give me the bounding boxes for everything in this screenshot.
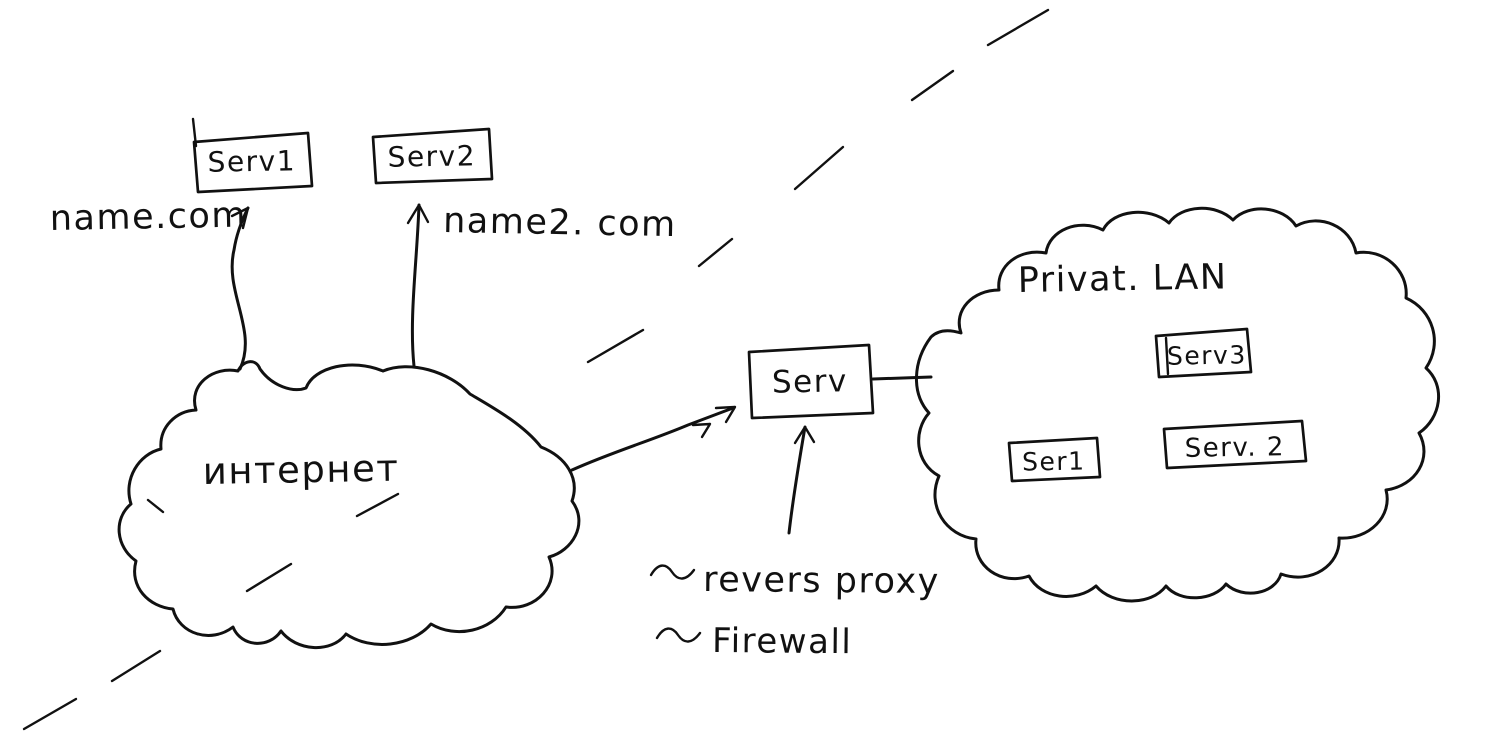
arrowhead-icon — [406, 203, 430, 225]
domain1-label: name.com — [49, 196, 247, 239]
serv3-box-tick — [1164, 336, 1170, 376]
pen-slip-mark — [245, 562, 293, 593]
serv2-box — [371, 127, 494, 185]
dash-stroke — [910, 69, 955, 102]
pen-slip-mark — [146, 498, 165, 514]
internet-label: интернет — [202, 447, 399, 493]
proxy-serv-label: Serv — [772, 363, 848, 400]
arrow-cloud-to-proxy — [570, 405, 737, 472]
arrowhead-icon — [691, 422, 712, 439]
dash-stroke — [586, 328, 645, 364]
dash-stroke — [22, 697, 78, 731]
serv3-label: Serv3 — [1167, 340, 1247, 370]
lan-serv2-box — [1162, 419, 1308, 470]
lan-server3-node: Serv3 — [1154, 327, 1253, 379]
diagonal-dashes-top-right — [586, 8, 1050, 364]
dash-stroke — [110, 649, 162, 683]
server2-node: Serv2 — [371, 127, 494, 185]
arrow-shaft — [230, 206, 250, 371]
revers-proxy-label: revers proxy — [703, 560, 940, 602]
arrowhead-icon — [714, 405, 737, 424]
ser1-box — [1007, 436, 1102, 483]
lan-server1-node: Ser1 — [1007, 436, 1102, 483]
serv3-box — [1154, 327, 1253, 379]
dash-stroke — [793, 145, 845, 191]
arrow-to-domain2 — [406, 203, 430, 368]
annotations: revers proxy Firewall — [649, 560, 940, 662]
serv1-label: Serv1 — [207, 144, 296, 179]
proxy-to-lan-connector — [871, 375, 933, 381]
internet-cloud: интернет — [117, 360, 581, 649]
arrow-shaft — [410, 203, 421, 368]
arrow-note-to-proxy — [787, 425, 816, 535]
lan-serv2-label: Serv. 2 — [1185, 432, 1286, 464]
proxy-server-node: Serv — [747, 343, 875, 420]
ser1-label: Ser1 — [1022, 446, 1086, 476]
lan-label: Privat. LAN — [1017, 257, 1227, 301]
arrow-shaft — [570, 406, 735, 472]
internet-cloud-outline — [117, 360, 581, 649]
serv1-box — [192, 131, 314, 194]
domain2-label: name2. com — [443, 201, 677, 245]
private-lan-cloud: Privat. LAN Serv3 Ser1 Serv. 2 — [915, 206, 1441, 603]
serv2-label: Serv2 — [387, 139, 476, 174]
diagonal-dashes-bottom-left — [22, 649, 162, 731]
lan-cloud-outline — [915, 206, 1441, 603]
arrow-to-domain1 — [230, 206, 250, 371]
server1-node: Serv1 — [191, 117, 314, 194]
arrow-shaft — [787, 425, 807, 535]
firewall-label: Firewall — [712, 621, 853, 662]
tilde-mark-icon — [655, 627, 702, 643]
proxy-serv-box — [747, 343, 875, 420]
lan-server2-node: Serv. 2 — [1162, 419, 1308, 470]
dash-stroke — [986, 8, 1050, 47]
tilde-mark-icon — [649, 564, 696, 580]
dash-stroke — [697, 237, 734, 268]
hand-drawn-diagram: Serv1 Serv2 name.com name2. com — [22, 8, 1441, 731]
pen-slip-mark — [355, 492, 400, 518]
arrowhead-icon — [230, 206, 250, 230]
arrowhead-icon — [793, 425, 816, 445]
serv1-box-tick — [191, 117, 198, 148]
